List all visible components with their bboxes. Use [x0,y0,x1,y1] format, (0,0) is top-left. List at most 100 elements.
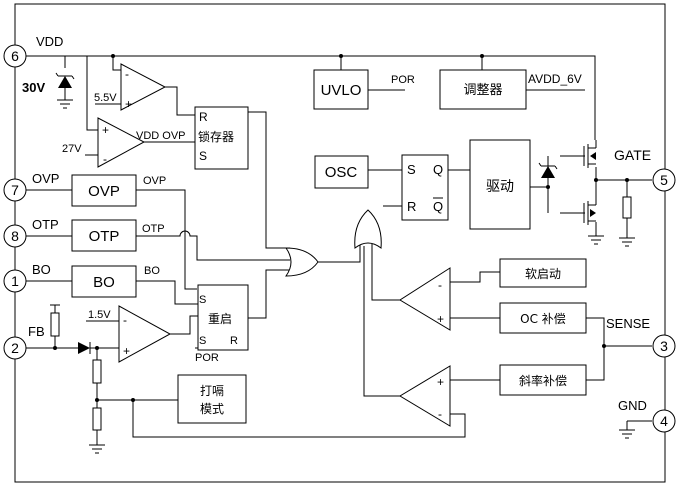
comparator-slope: + - [399,365,451,427]
osc-label: OSC [325,164,358,181]
driver-block: 驱动 [469,139,531,230]
mosfet-low-icon [583,200,597,225]
latch-s-label: S [199,149,207,163]
ground-icon [89,444,105,454]
mosfet-high-icon [583,140,597,168]
pin-bo-label: BO [32,262,51,277]
comparator-minus-sign: - [438,278,442,292]
regulator-label: 调整器 [463,83,502,98]
restart-block: S 重启 S R [197,284,249,351]
comparator-plus-sign: + [437,312,444,326]
restart-por-label: POR [195,352,219,364]
pin-gate-label: GATE [614,147,651,163]
uvlo-block: UVLO [313,69,369,110]
comparator-plus-sign: + [123,344,130,358]
ground-icon [619,237,635,247]
oc-comp-label: OC 补偿 [520,311,566,326]
pin-otp[interactable]: 8 OTP [3,217,59,248]
restart-label: 重启 [208,312,232,326]
pin-vdd[interactable]: 6 VDD [3,34,63,68]
latch-r-label: R [199,110,208,124]
ref-1v5-label: 1.5V [88,309,111,321]
pin-fb-number: 2 [11,340,19,356]
slope-comp-label: 斜率补偿 [519,373,567,388]
soft-start-block: 软启动 [499,258,587,288]
sr-flipflop: S Q R Q [401,154,449,221]
uvlo-label: UVLO [321,82,362,99]
hiccup-block: 打嗝 模式 [177,374,247,424]
divider-resistor-bottom-icon [92,407,102,431]
bo-out-label: BO [144,265,160,277]
comparator-minus-sign: - [103,152,107,166]
pin-gnd-label: GND [618,398,647,413]
pin-fb[interactable]: 2 FB [3,324,45,360]
or-gate-icon [285,247,319,277]
latch-block: R 锁存器 S [194,106,249,170]
pin-sense-number: 3 [660,338,668,354]
hiccup-line2: 模式 [200,402,224,416]
zener-diode-icon [55,72,75,100]
gate-resistor-icon [622,196,632,219]
fb-diode-icon [78,342,91,354]
pin-bo-number: 1 [11,273,19,289]
pin-vdd-label: VDD [36,34,63,49]
osc-block: OSC [314,155,369,189]
hiccup-line1: 打嗝 [200,384,224,398]
regulator-block: 调整器 [439,69,527,110]
ff-q-label: Q [433,162,443,177]
ovp-out-label: OVP [143,175,166,187]
otp-out-label: OTP [142,223,165,235]
pin-ovp-number: 7 [11,182,19,198]
pin-vdd-number: 6 [11,48,19,64]
ground-icon [588,235,604,245]
comparator-minus-sign: - [125,67,129,81]
restart-r-label: R [230,335,238,347]
or-gate-2-icon [354,209,382,249]
pin-gnd-number: 4 [660,413,668,429]
pin-bo[interactable]: 1 BO [3,262,51,293]
uvlo-por-label: POR [391,74,415,86]
bo-block: BO [71,265,137,298]
ground-icon [57,99,73,109]
divider-resistor-top-icon [92,359,102,384]
zener-voltage-label: 30V [22,80,45,95]
pin-otp-number: 8 [11,228,19,244]
pin-gnd[interactable]: 4 GND [618,398,676,433]
driver-zener-icon [538,162,558,178]
bo-block-label: BO [93,274,115,291]
pin-otp-label: OTP [32,217,59,232]
ff-r-label: R [407,199,416,214]
comparator-vdd-top: - + [120,63,167,111]
driver-label: 驱动 [486,179,514,195]
comparator-plus-sign: + [102,123,109,137]
pin-gate[interactable]: 5 GATE [614,147,676,192]
ref-27v-label: 27V [62,143,82,155]
oc-comp-block: OC 补偿 [499,302,587,334]
fb-pullup-resistor-icon [50,312,60,337]
avdd-label: AVDD_6V [528,72,582,86]
wires [15,55,652,445]
otp-block: OTP [71,219,137,252]
pin-fb-label: FB [28,324,45,339]
ovp-block: OVP [71,174,137,207]
pin-ovp[interactable]: 7 OVP [3,171,59,202]
comparator-oc: - + [399,267,451,331]
ground-icon [619,429,635,439]
latch-name: 锁存器 [198,129,234,144]
ref-5v5-label: 5.5V [94,92,117,104]
restart-s-top-label: S [199,294,206,306]
ff-s-label: S [407,162,416,177]
comparator-plus-sign: + [125,97,132,111]
pin-sense[interactable]: 3 SENSE [606,316,676,358]
pin-ovp-label: OVP [32,171,59,186]
otp-block-label: OTP [89,228,120,245]
pin-sense-label: SENSE [606,316,650,331]
comparator-minus-sign: - [438,407,442,421]
ff-qbar-label: Q [433,199,443,214]
comparator-plus-sign: + [437,375,444,389]
comparator-vdd-ovp: + - [97,117,146,168]
vdd-ovp-label: VDD OVP [136,130,186,142]
junction-dots [53,54,629,402]
soft-start-label: 软启动 [525,267,561,281]
